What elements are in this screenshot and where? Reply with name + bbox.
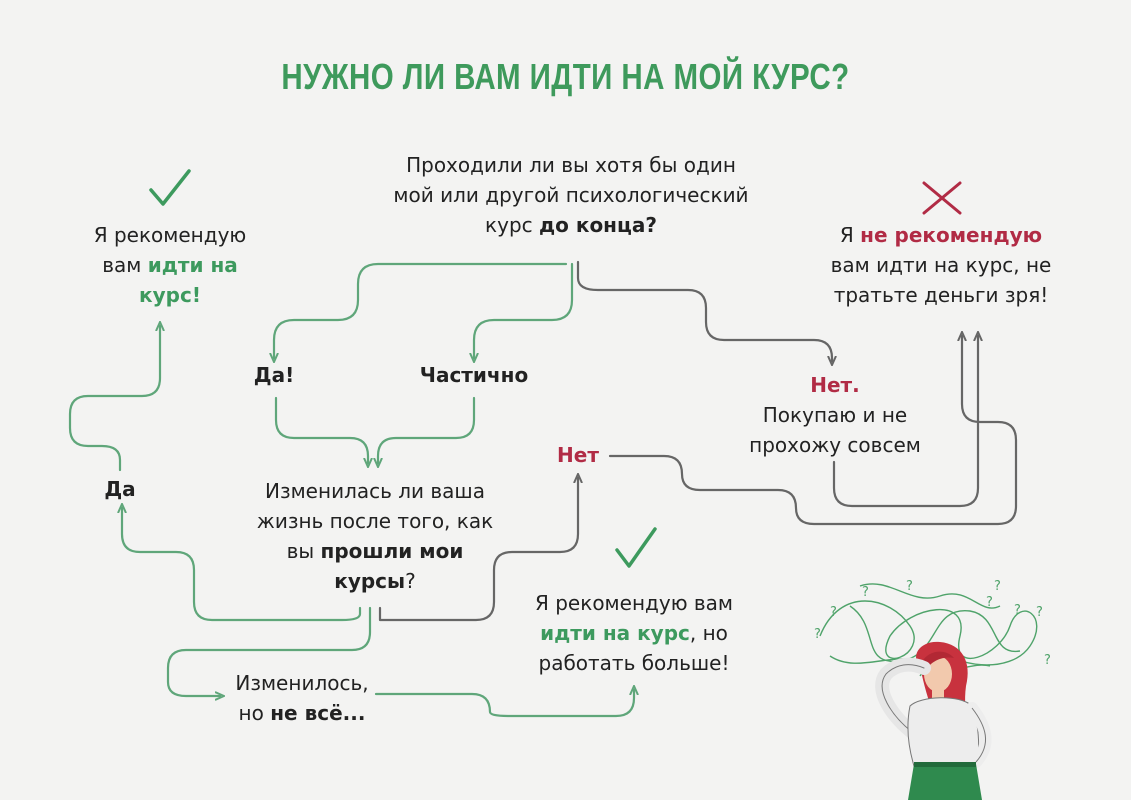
connector-yes-q2 [274, 396, 368, 463]
svg-text:?: ? [1036, 605, 1043, 620]
cross-icon [922, 181, 962, 215]
question-life-changed: Изменилась ли ваша жизнь после того, как… [256, 479, 494, 593]
connector-q1-yes [274, 262, 568, 358]
thinking-woman-illustration: ??? ??? ??? [814, 579, 1051, 800]
answer-partially: Частично [419, 363, 529, 387]
connector-no-notrec [832, 336, 978, 508]
recommend-work-harder: Я рекомендую вам идти на курс, но работа… [534, 591, 734, 675]
svg-text:?: ? [906, 579, 913, 594]
connector-changed-work [374, 690, 634, 718]
connector-q2no-notrec [608, 336, 1018, 526]
svg-text:?: ? [1014, 603, 1021, 618]
connector-q1-no [576, 260, 832, 361]
check-icon [149, 169, 191, 206]
svg-text:?: ? [1044, 653, 1051, 668]
question-completed-course: Проходили ли вы хотя бы один мой или дру… [393, 153, 749, 237]
connector-q2-no [378, 478, 578, 622]
answer2-yes: Да [104, 477, 136, 501]
svg-text:?: ? [830, 605, 837, 620]
svg-text:?: ? [986, 595, 993, 610]
svg-text:?: ? [994, 579, 1001, 594]
answer2-changed-partly: Изменилось, но не всё... [235, 671, 369, 725]
connector-yes-rec [68, 326, 160, 472]
answer-yes: Да! [253, 363, 295, 387]
svg-text:?: ? [814, 627, 821, 642]
page-title: НУЖНО ЛИ ВАМ ИДТИ НА МОЙ КУРС? [281, 56, 850, 97]
connector-q2-changed [166, 606, 372, 696]
not-recommend-course: Я не рекомендую вам идти на курс, не тра… [830, 223, 1052, 307]
connector-q2-yes [122, 508, 362, 622]
connector-q1-partial [474, 262, 574, 358]
connector-partial-q2 [378, 396, 476, 463]
answer-no-never-finish: Нет. Покупаю и не прохожу совсем [749, 373, 921, 457]
answer2-no: Нет [557, 443, 599, 467]
recommend-go-course: Я рекомендую вам идти на курс! [93, 223, 247, 307]
svg-text:?: ? [862, 585, 869, 600]
check-icon [615, 527, 657, 568]
